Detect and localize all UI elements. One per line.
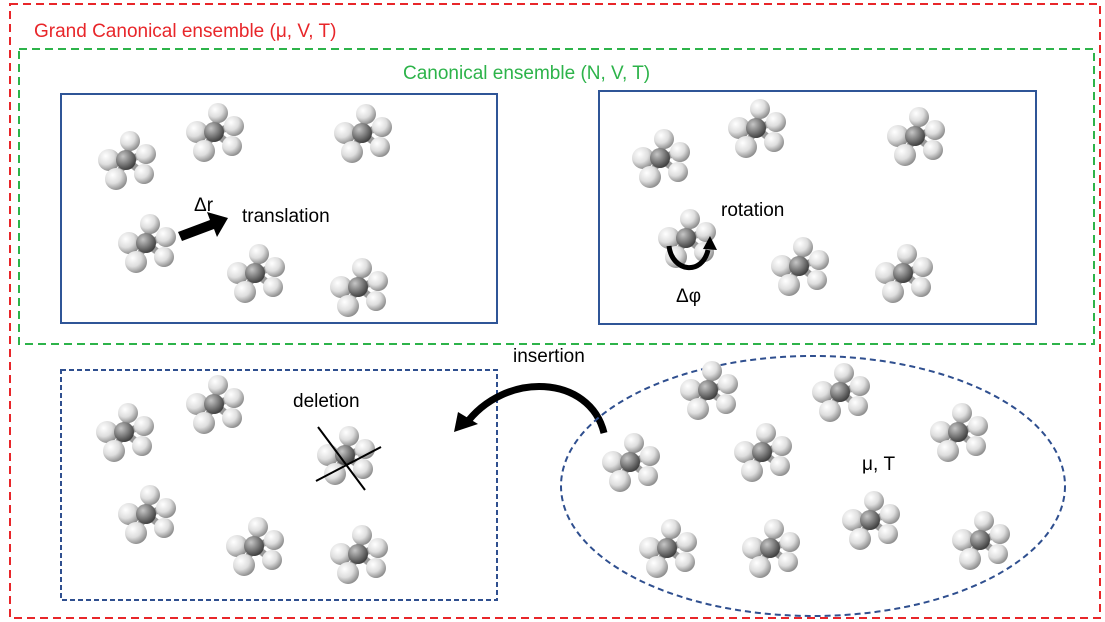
molecule	[680, 361, 738, 420]
rotation-box	[598, 90, 1037, 325]
molecule	[226, 517, 284, 576]
canonical-label: Canonical ensemble (N, V, T)	[403, 63, 650, 84]
translation-box	[60, 93, 498, 324]
translation-arrow	[178, 212, 228, 241]
molecule	[632, 129, 690, 188]
rotation-label: rotation	[721, 200, 784, 221]
deletion-cross	[315, 426, 382, 491]
molecule	[742, 519, 800, 578]
molecule	[118, 214, 176, 273]
delta-r-label: Δr	[194, 195, 214, 216]
grand-canonical-frame	[9, 3, 1101, 619]
molecule	[952, 511, 1010, 570]
rotation-arrowhead	[703, 236, 717, 250]
insertion-arrow	[462, 382, 608, 434]
deletion-label: deletion	[293, 391, 360, 412]
rotation-box-molecules	[632, 99, 945, 303]
molecule	[330, 525, 388, 584]
molecule	[734, 423, 792, 482]
delta-phi-label: Δφ	[676, 286, 701, 307]
grand-canonical-label: Grand Canonical ensemble (μ, V, T)	[34, 21, 336, 42]
insertion-arrowhead	[454, 412, 478, 432]
molecule	[98, 131, 156, 190]
translation-label: translation	[242, 206, 330, 227]
reservoir-ellipse	[560, 355, 1066, 617]
molecule	[334, 104, 392, 163]
rotation-arrow	[666, 245, 711, 270]
reservoir-molecules	[602, 361, 1010, 578]
molecule	[639, 519, 697, 578]
molecule	[602, 433, 660, 492]
deletion-box	[60, 369, 498, 601]
insertion-label: insertion	[513, 346, 585, 367]
molecule	[330, 258, 388, 317]
reservoir-label: μ, T	[862, 454, 896, 475]
molecule	[96, 403, 154, 462]
molecule	[842, 491, 900, 550]
molecule	[728, 99, 786, 158]
molecule	[771, 237, 829, 296]
molecule	[887, 107, 945, 166]
molecule	[227, 244, 285, 303]
molecule	[186, 103, 244, 162]
molecule	[186, 375, 244, 434]
molecule	[658, 209, 716, 268]
molecule	[930, 403, 988, 462]
molecule	[875, 244, 933, 303]
canonical-frame	[18, 48, 1095, 345]
molecule	[118, 485, 176, 544]
molecule	[812, 363, 870, 422]
